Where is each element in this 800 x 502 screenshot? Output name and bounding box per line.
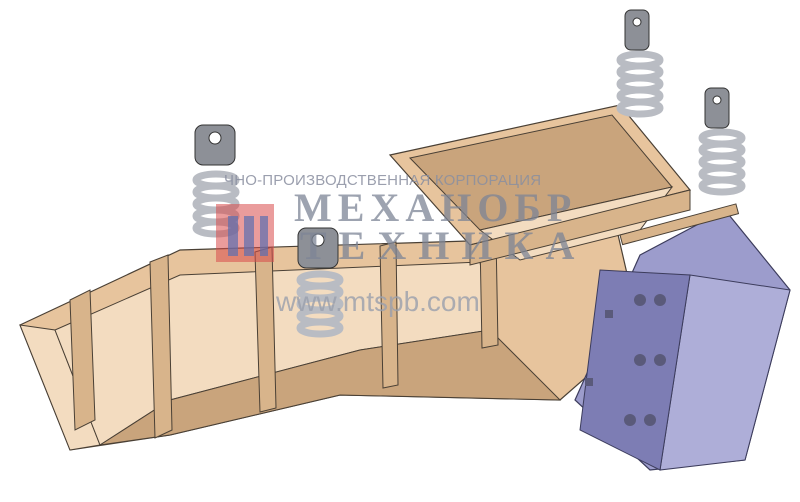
spring-right [698,87,746,196]
spring-center [296,227,344,338]
support-bar [619,203,740,246]
spring-left [192,124,240,238]
spring-top [616,9,664,118]
vibrator-housing [574,209,791,471]
inlet-hopper [388,104,692,266]
